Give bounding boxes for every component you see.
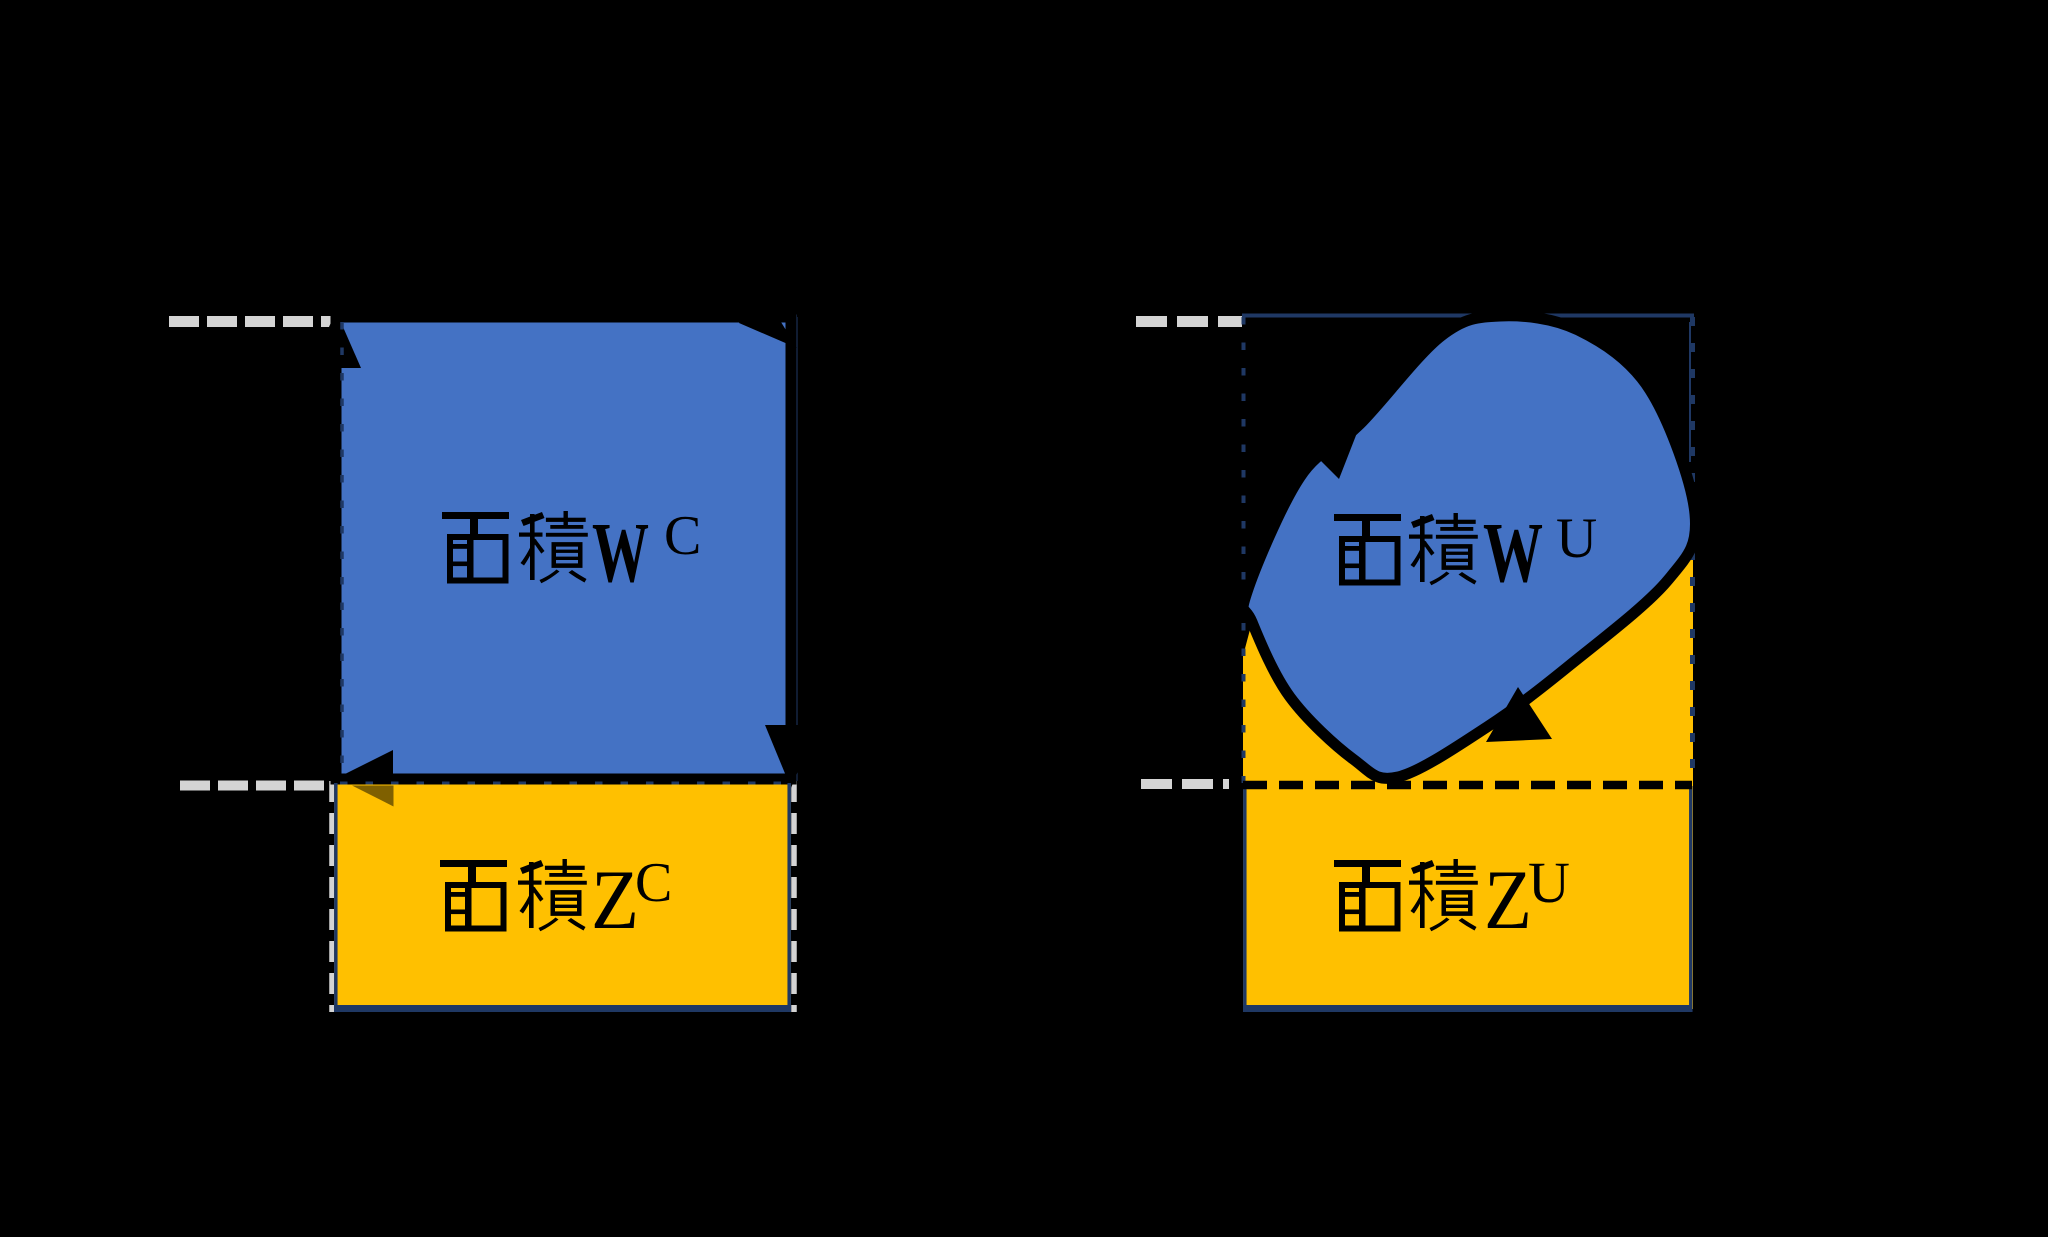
svg-text:C: C bbox=[635, 852, 672, 914]
svg-text:U: U bbox=[1556, 507, 1597, 570]
svg-text:Z: Z bbox=[1484, 853, 1532, 947]
svg-text:C: C bbox=[664, 505, 701, 567]
svg-text:U: U bbox=[1528, 850, 1570, 915]
svg-text:W: W bbox=[592, 504, 649, 600]
svg-text:W: W bbox=[1483, 504, 1543, 600]
svg-text:Z: Z bbox=[591, 853, 639, 947]
